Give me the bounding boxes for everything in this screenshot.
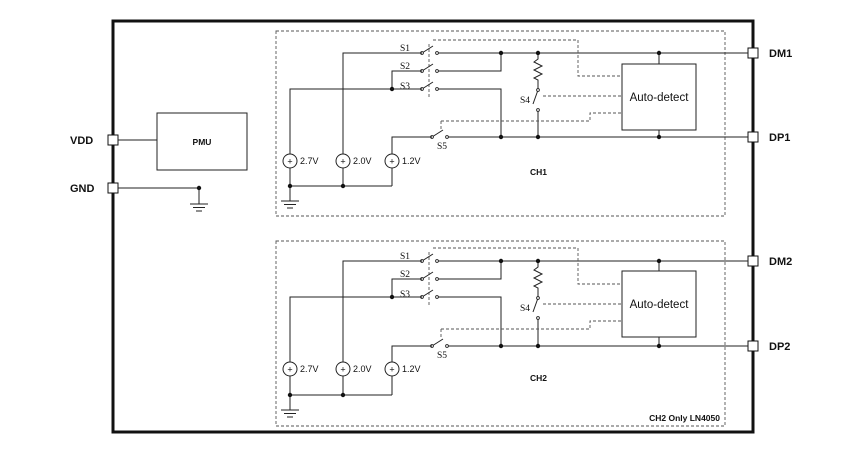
switch-s5: S5 — [430, 338, 449, 361]
source-2-7v-label: 2.7V — [300, 364, 319, 374]
switch-s5: S5 — [430, 129, 449, 152]
s2-label: S2 — [400, 270, 410, 280]
dm2-pin: DM2 — [747, 255, 792, 268]
auto-detect-label: Auto-detect — [630, 299, 690, 311]
s4-label: S4 — [520, 304, 530, 314]
switch-s3: S3 — [400, 289, 439, 300]
ground-icon — [281, 200, 299, 209]
dp1-pin: DP1 — [747, 131, 790, 144]
dp1-label: DP1 — [769, 132, 790, 144]
source-2-0v: + 2.0V — [335, 361, 372, 377]
dm2-label: DM2 — [769, 256, 792, 268]
s4-label: S4 — [520, 96, 530, 106]
source-2-0v-label: 2.0V — [353, 364, 372, 374]
vdd-label: VDD — [70, 135, 93, 147]
ground-icon — [190, 203, 208, 212]
channel-1: S4 Auto-detect S1 S2 S3 — [275, 30, 748, 217]
channel-1-boundary — [275, 30, 726, 217]
channel-2-footnote: CH2 Only LN4050 — [649, 413, 720, 423]
s1-label: S1 — [400, 252, 410, 262]
switch-s3: S3 — [400, 81, 439, 92]
source-2-7v-label: 2.7V — [300, 156, 319, 166]
channel-1-label: CH1 — [530, 167, 547, 177]
s2-label: S2 — [400, 62, 410, 72]
svg-text:+: + — [287, 157, 292, 167]
source-1-2v-label: 1.2V — [402, 156, 421, 166]
source-2-7v: + 2.7V — [282, 361, 319, 377]
source-1-2v: + 1.2V — [384, 361, 421, 377]
dp2-label: DP2 — [769, 341, 790, 353]
s3-label: S3 — [400, 82, 410, 92]
s1-label: S1 — [400, 44, 410, 54]
svg-text:+: + — [340, 157, 345, 167]
switch-s2: S2 — [400, 62, 439, 73]
auto-detect-label: Auto-detect — [630, 92, 690, 104]
channel-2-label: CH2 — [530, 373, 547, 383]
s5-label: S5 — [437, 351, 447, 361]
vdd-pin: VDD — [70, 134, 119, 147]
dm1-pin: DM1 — [747, 47, 792, 60]
source-2-0v: + 2.0V — [335, 153, 372, 169]
pmu-block: PMU — [156, 112, 248, 171]
channel-2: S4 Auto-detect S1 S2 S3 — [275, 240, 748, 427]
svg-text:+: + — [389, 157, 394, 167]
svg-text:+: + — [340, 365, 345, 375]
source-2-7v: + 2.7V — [282, 153, 319, 169]
pmu-label: PMU — [193, 137, 212, 147]
source-2-0v-label: 2.0V — [353, 156, 372, 166]
ground-icon — [281, 409, 299, 418]
dp2-pin: DP2 — [747, 340, 790, 353]
s5-label: S5 — [437, 142, 447, 152]
source-1-2v: + 1.2V — [384, 153, 421, 169]
dm1-label: DM1 — [769, 48, 792, 60]
svg-text:+: + — [389, 365, 394, 375]
source-1-2v-label: 1.2V — [402, 364, 421, 374]
chip-outline — [111, 19, 755, 434]
svg-text:+: + — [287, 365, 292, 375]
s3-label: S3 — [400, 290, 410, 300]
channel-2-boundary — [275, 240, 726, 427]
switch-s1: S1 — [400, 252, 439, 263]
gnd-pin: GND — [70, 182, 119, 195]
gnd-label: GND — [70, 183, 95, 195]
